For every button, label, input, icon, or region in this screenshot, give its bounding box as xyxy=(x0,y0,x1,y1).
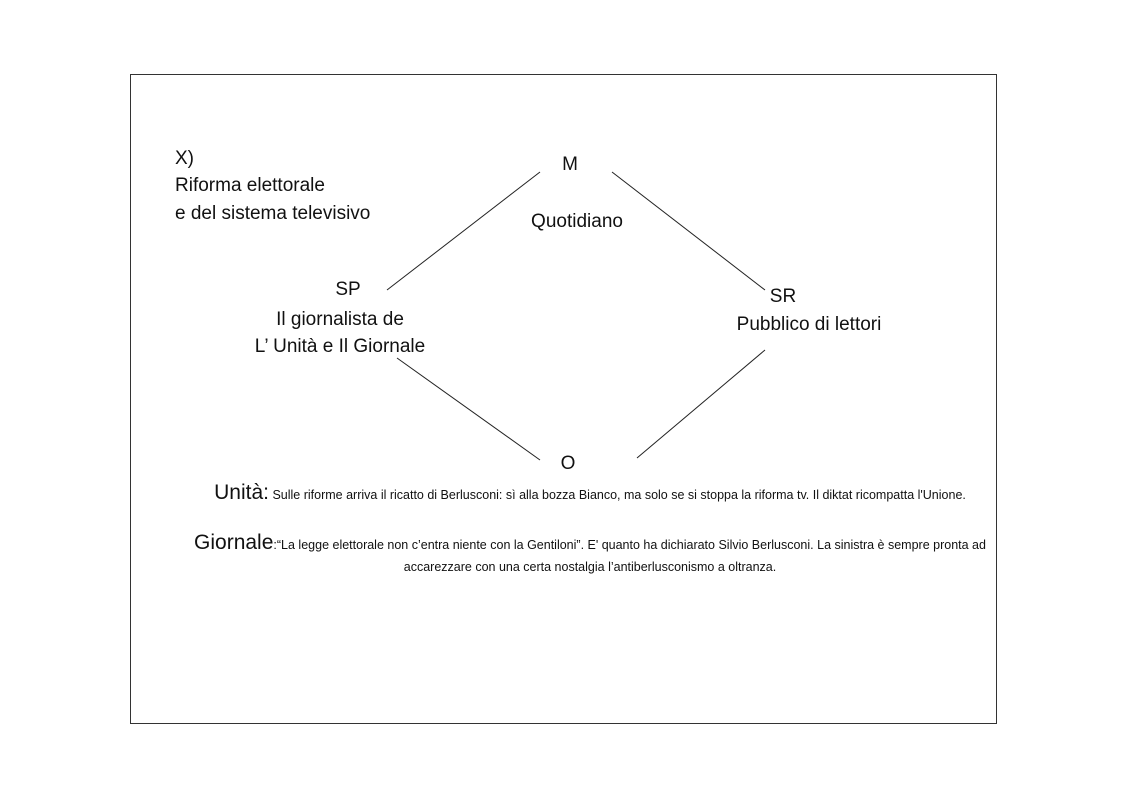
node-sp-desc1: Il giornalista de xyxy=(276,309,404,330)
quote-giornale: Giornale:“La legge elettorale non c’entr… xyxy=(150,532,1030,578)
line-m-sr xyxy=(611,171,766,291)
node-sp-desc2: L’ Unità e Il Giornale xyxy=(254,336,426,357)
line-sp-o xyxy=(396,357,541,461)
node-o: O xyxy=(560,453,576,474)
node-m-desc: Quotidiano xyxy=(531,211,623,232)
quote-unita: Unità: Sulle riforme arriva il ricatto d… xyxy=(150,482,1030,506)
quote-source: Unità: xyxy=(214,481,269,504)
slide-frame xyxy=(130,74,997,724)
quote-source: Giornale xyxy=(194,531,274,554)
topic-line2: e del sistema televisivo xyxy=(175,203,371,224)
quote-text: Sulle riforme arriva il ricatto di Berlu… xyxy=(268,488,966,502)
line-sr-o xyxy=(636,349,766,459)
line-m-sp xyxy=(386,171,541,291)
quote-text: :“La legge elettorale non c’entra niente… xyxy=(273,538,986,574)
node-sr: SR xyxy=(769,286,797,307)
topic-label: X) xyxy=(175,148,194,169)
node-m: M xyxy=(562,154,578,175)
topic-line1: Riforma elettorale xyxy=(175,175,325,196)
node-sp: SP xyxy=(335,279,361,300)
node-sr-desc: Pubblico di lettori xyxy=(736,314,882,335)
